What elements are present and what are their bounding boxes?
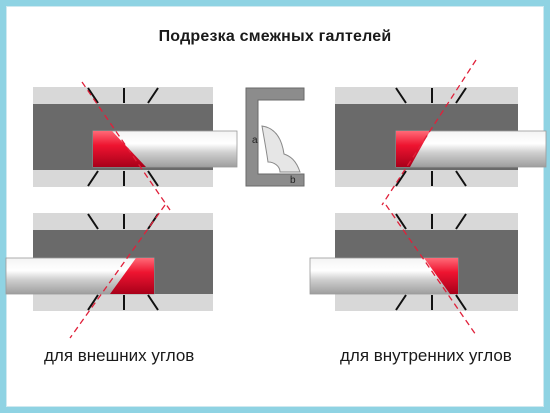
saw-slots <box>395 87 467 187</box>
saw-slots <box>395 213 467 311</box>
cut-face <box>110 258 154 294</box>
diagram-frame <box>6 6 544 407</box>
cut-face <box>396 131 430 167</box>
miter-box-bottom-left <box>5 204 213 339</box>
profile-label-b: b <box>290 175 296 186</box>
cut-guide <box>381 59 477 206</box>
saw-slots <box>87 87 159 187</box>
molding-profile-section: a b <box>245 87 305 187</box>
cut-face <box>93 131 146 167</box>
miter-box-bottom-right <box>309 204 518 336</box>
molding-profile-shape <box>261 125 301 173</box>
miter-box-top-right <box>335 59 547 206</box>
caption-external-corners: для внешних углов <box>44 346 195 365</box>
profile-label-a: a <box>252 135 258 146</box>
caption-internal-corners: для внутренних углов <box>340 346 512 365</box>
cut-guide <box>385 204 477 336</box>
cut-guide <box>81 81 171 211</box>
cut-guide <box>69 204 166 339</box>
miter-box-top-left <box>33 81 238 211</box>
diagram-title: Подрезка смежных галтелей <box>158 28 392 45</box>
cut-face <box>424 258 458 294</box>
profile-channel <box>245 87 305 187</box>
